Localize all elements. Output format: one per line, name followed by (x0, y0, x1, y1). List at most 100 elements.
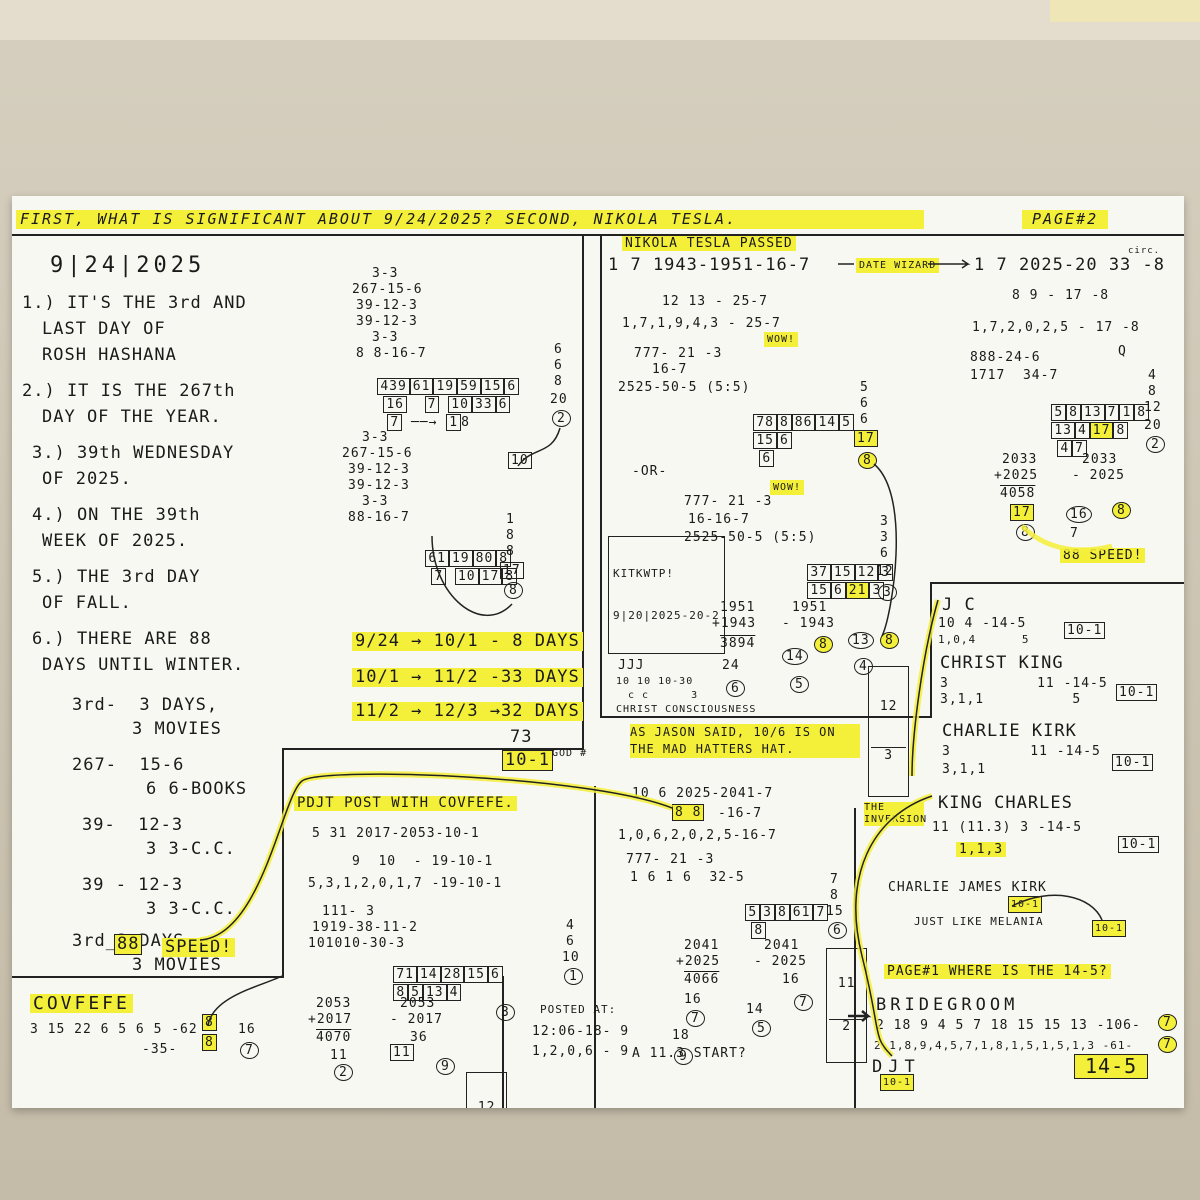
jc-result: 10-1 (1064, 622, 1106, 639)
grid-cell: 6 (504, 378, 520, 395)
jc-label: J C (942, 595, 976, 615)
fraction-top: 12 (477, 1100, 496, 1109)
tesla-line: 16-7 (652, 362, 688, 377)
side-sum-circled: 8 (504, 582, 523, 599)
grid-cell: 3 (878, 564, 894, 581)
grid-cell: 10 (454, 568, 479, 585)
grid-cell: 8 (1134, 404, 1150, 421)
p2-line: 888-24-6 (970, 350, 1041, 365)
side-sum-circled: 6 (828, 922, 847, 939)
grid-cell: 4 (1074, 422, 1090, 439)
sum-line: +2025 (994, 468, 1039, 483)
grid-cell: 19 (433, 378, 458, 395)
side-sum: 20 (1144, 418, 1162, 433)
grid-row: 8 (716, 908, 767, 953)
divider-col1 (582, 236, 584, 748)
grid-cell: 59 (457, 378, 481, 395)
kitkwtp-date: 9|20|2025-20-2 (613, 609, 720, 622)
speed-label: SPEED! (162, 938, 236, 957)
grid-cell: 78 (753, 414, 777, 431)
cb-line: -16-7 (718, 806, 763, 821)
grid-cell: 80 (472, 550, 497, 567)
grid-cell: 15 (807, 582, 831, 599)
result-circled: 8 (1016, 524, 1035, 541)
calc-line: 267-15-6 (352, 282, 423, 297)
grid-cell: 8 (776, 414, 792, 431)
grid-cell: 21 (845, 582, 870, 599)
grid-cell: 6 (495, 396, 511, 413)
diff-line: 1951 (792, 600, 828, 615)
grid-cell: 1 (1119, 404, 1135, 421)
side-sum: 6 (860, 396, 869, 411)
diff-line: - 2017 (390, 1012, 443, 1027)
diff-line: 16 (782, 972, 800, 987)
bridegroom-circled: 7 (1158, 1036, 1177, 1053)
grid-cell: 28 (440, 966, 465, 983)
grid-cell: 8 (461, 415, 470, 430)
cc-nums: c c 3 (628, 690, 699, 701)
left-item: DAY OF THE YEAR. (42, 407, 222, 427)
connector-line (1011, 894, 1103, 921)
result-circled: 7 (1070, 526, 1079, 541)
sum-line: +2025 (676, 954, 721, 969)
left-note: 3rd- 3 DAYS, (72, 695, 219, 715)
wall-top-band (0, 0, 1200, 40)
circled-num: 13 (848, 632, 874, 649)
day-count-line: 11/2 → 12/3 →32 DAYS (352, 702, 583, 721)
jc-nums: 10 4 -14-5 (938, 616, 1027, 631)
posted-result: 18 (672, 1028, 690, 1043)
grid-cell: 61 (409, 378, 434, 395)
calc-line: 3-3 (372, 266, 399, 281)
grid-cell: 3 (869, 582, 885, 599)
cb-line: 1,0,6,2,0,2,5-16-7 (618, 828, 777, 843)
grid-cell: 37 (807, 564, 831, 581)
result-circled: 8 (1112, 502, 1131, 519)
grid-cell: 6 (759, 450, 775, 467)
side-sum-boxed: 17 (500, 562, 524, 579)
side-sum: 3 (880, 514, 889, 529)
boxed-ten: 10 (508, 452, 532, 469)
result-fraction: 11 2 (826, 948, 868, 1063)
calc-line: 39-12-3 (348, 462, 410, 477)
calc-line: 8 8-16-7 (356, 346, 427, 361)
grid-cell: 15 (830, 564, 855, 581)
grid-cell: 7 (387, 414, 403, 431)
circ-label: circ. (1128, 246, 1161, 256)
side-sum: 8 (1148, 384, 1157, 399)
bridegroom-circled: 7 (1158, 1014, 1177, 1031)
grid-cell: 6 (487, 966, 503, 983)
grid-cell: 12 (854, 564, 879, 581)
page1-question: PAGE#1 WHERE IS THE 14-5? (884, 964, 1111, 979)
jason-note: AS JASON SAID, 10/6 IS ON THE MAD HATTER… (630, 724, 860, 758)
left-note: 3 3-C.C. (146, 839, 236, 859)
calc-line: 3-3 (362, 494, 389, 509)
tesla-line: 777- 21 -3 (684, 494, 773, 509)
diff-line: - 2025 (754, 954, 807, 969)
grid-cell: 6 (830, 582, 846, 599)
cb-line: 777- 21 -3 (626, 852, 715, 867)
tesla-line: 12 13 - 25-7 (662, 294, 768, 309)
chk-label: CHARLIE KIRK (942, 721, 1077, 741)
side-sum-circled: 1 (564, 968, 583, 985)
tesla-line: 16-16-7 (688, 512, 750, 527)
result-circled: 7 (794, 994, 813, 1011)
cb-line: 1 6 1 6 32-5 (630, 870, 745, 885)
side-sum-circled: 8 (858, 452, 877, 469)
connector-line (207, 975, 283, 1027)
grid-cell: 14 (815, 414, 840, 431)
kitkwtp-label: KITKWTP! (613, 567, 674, 580)
posted-line: 1,2,0,6 - 9 (532, 1044, 630, 1059)
divider-covfefe-top (12, 976, 284, 978)
wow-label: WOW! (770, 480, 805, 495)
left-item: 2.) IT IS THE 267th (22, 381, 236, 401)
day-count-line: 10/1 → 11/2 -33 DAYS (352, 668, 583, 687)
calc-line: 3-3 (372, 330, 399, 345)
arrow-bridegroom (848, 1010, 872, 1022)
p2-line: 1717 34-7 (970, 368, 1059, 383)
divider-left-v (282, 748, 284, 978)
